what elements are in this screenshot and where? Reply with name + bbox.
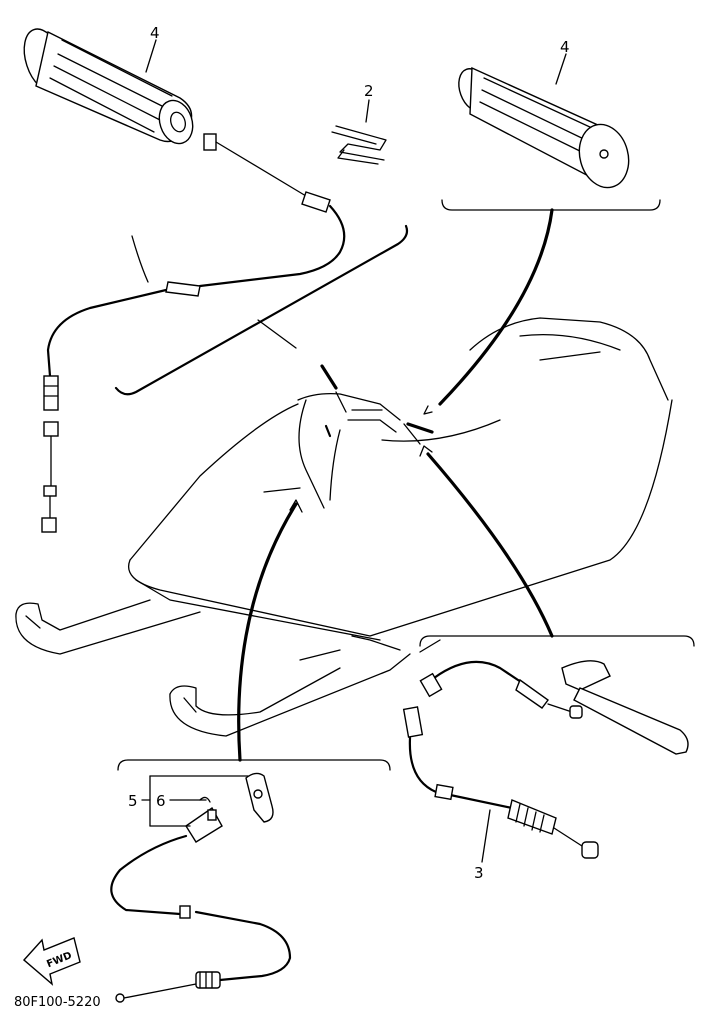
throttle-bracket	[114, 224, 409, 396]
brake-pointer	[426, 452, 554, 638]
left-grip	[23, 28, 194, 145]
brake-cable-leader	[481, 809, 491, 863]
throttle-pointer	[320, 364, 338, 390]
brake-arrowhead	[419, 445, 433, 457]
fwd-arrow-icon: FWD	[22, 937, 81, 986]
right-grip-callout: 4	[560, 38, 570, 56]
throttle-lever	[245, 772, 274, 823]
right-grip-bracket	[441, 199, 661, 211]
throttle-cable	[41, 133, 346, 533]
throttle-switch	[185, 796, 223, 843]
right-grip	[458, 66, 630, 189]
right-grip-leader	[555, 53, 567, 85]
brake-bracket	[419, 635, 695, 647]
clip-callout: 2	[364, 82, 374, 100]
clip	[331, 125, 387, 165]
drawing-code: 80F100-5220	[14, 995, 101, 1010]
snowmobile-body	[15, 317, 673, 737]
cable-end-nipple	[203, 133, 217, 151]
throttle-item-5-callout: 5	[128, 792, 138, 810]
brake-lever	[561, 660, 689, 755]
right-grip-pointer	[438, 208, 554, 406]
left-grip-callout: 4	[150, 24, 160, 42]
right-grip-arrowhead	[423, 405, 433, 415]
throttle-pointer-stem	[257, 319, 297, 349]
throttle-item-6-callout: 6	[156, 792, 166, 810]
throttle-assembly-pointer	[237, 502, 298, 762]
clip-leader	[365, 99, 370, 123]
brake-cable-callout: 3	[474, 864, 484, 882]
throttle-assembly-arrowhead	[289, 499, 303, 513]
throttle-assembly-cable	[110, 834, 292, 1003]
left-grip-leader	[145, 39, 157, 73]
throttle-assembly-bracket	[117, 759, 391, 771]
brake-cable	[402, 660, 599, 859]
